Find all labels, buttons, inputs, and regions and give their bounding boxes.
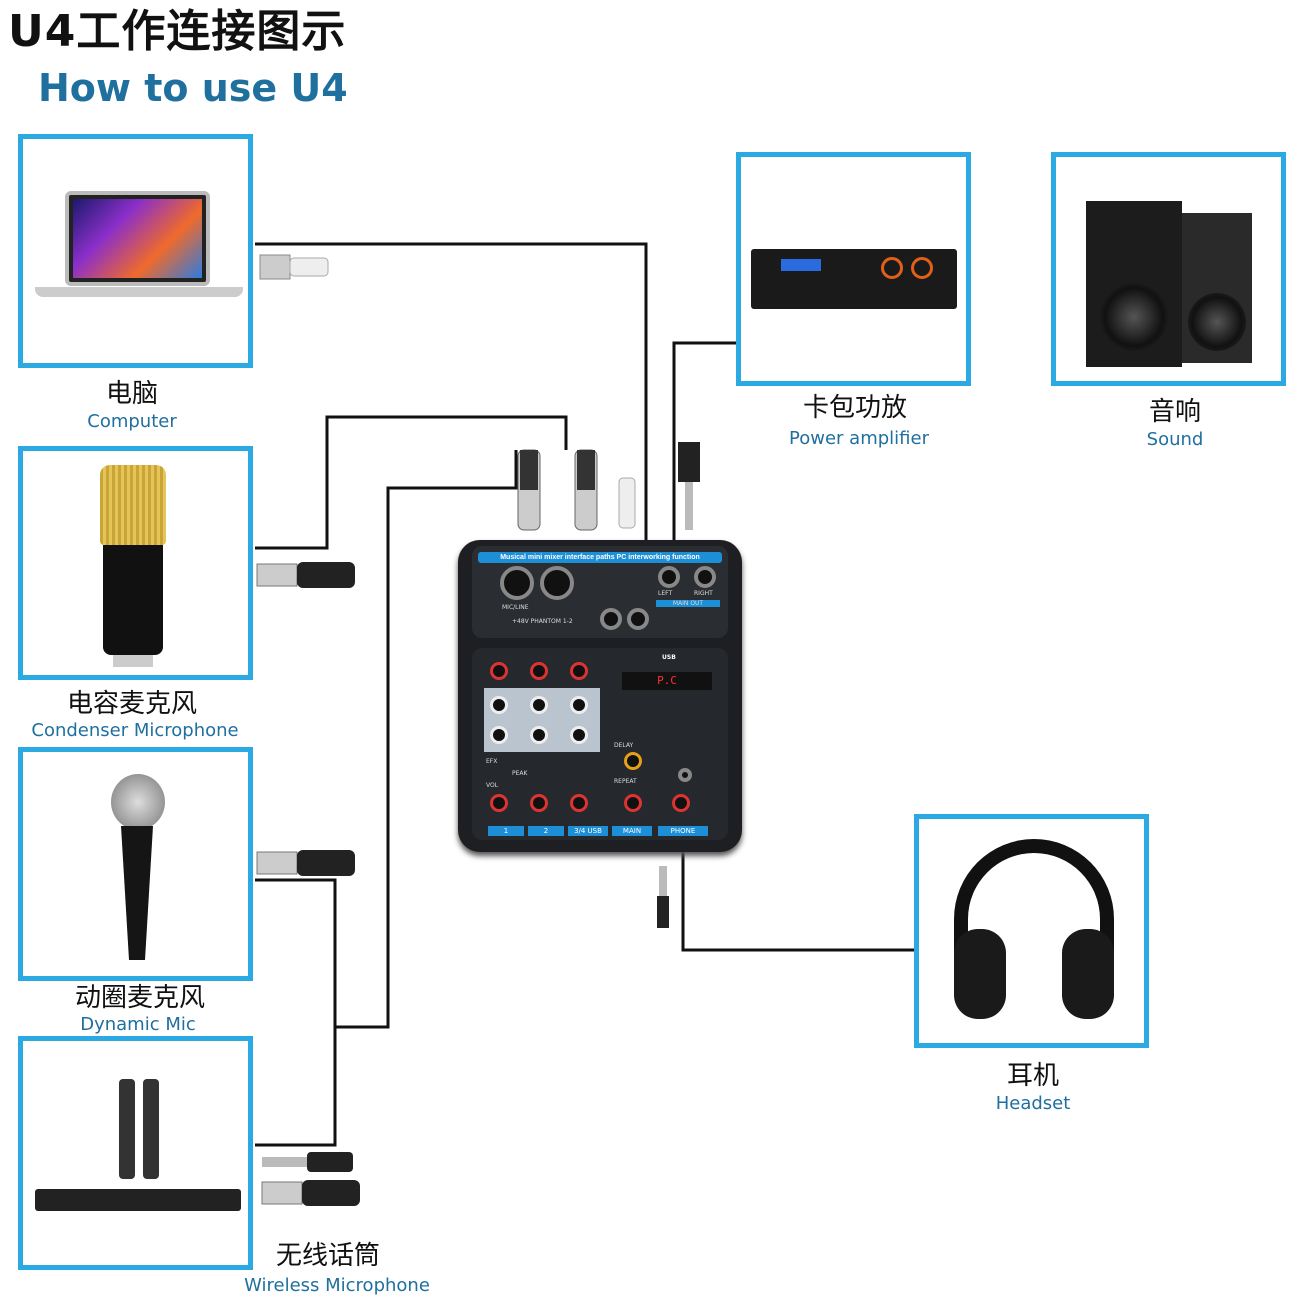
u4-mixer: Musical mini mixer interface paths PC in…	[458, 540, 742, 852]
computer-frame	[18, 134, 253, 368]
phone-label: PHONE	[658, 826, 708, 836]
mixer-banner: Musical mini mixer interface paths PC in…	[478, 552, 722, 563]
main-out-right[interactable]	[694, 566, 716, 588]
xlr-connector-1	[517, 449, 541, 531]
phone-knob[interactable]	[672, 794, 690, 812]
computer-label-en: Computer	[87, 411, 177, 432]
mic-base	[113, 655, 153, 667]
wireless-label-cn: 无线话筒	[275, 1241, 381, 1271]
handheld-mic-2	[143, 1079, 159, 1179]
amplifier-image	[751, 249, 957, 309]
dynamic-label-cn: 动圈麦克风	[74, 983, 206, 1013]
wireless-receiver-image	[35, 1189, 241, 1211]
usb-plug	[259, 254, 329, 280]
vol-knob-1[interactable]	[490, 794, 508, 812]
usb-c-plug	[618, 477, 636, 529]
jack-input-3[interactable]	[600, 608, 622, 630]
xlr-input-2[interactable]	[540, 566, 574, 600]
title-chinese: U4工作连接图示	[8, 6, 347, 57]
handheld-mic-1	[119, 1079, 135, 1179]
condenser-mic-frame	[18, 446, 253, 680]
jack-plug	[262, 1152, 353, 1172]
sound-frame	[1051, 152, 1286, 386]
sound-label-en: Sound	[1146, 429, 1204, 450]
main-label: MAIN	[612, 826, 652, 836]
channel-3-4-label: 3/4 USB	[568, 826, 608, 836]
sound-label-cn: 音响	[1148, 397, 1202, 427]
delay-knob[interactable]	[624, 752, 642, 770]
laptop-image	[65, 191, 210, 286]
left-label: LEFT	[658, 590, 673, 597]
dynamic-mic-image	[111, 774, 165, 830]
channel-2-label: 2	[528, 826, 564, 836]
ear-cup-right	[1062, 929, 1114, 1019]
condenser-label-cn: 电容麦克风	[66, 689, 198, 719]
delay-label: DELAY	[614, 742, 634, 749]
gain-knob-3[interactable]	[570, 662, 588, 680]
amplifier-label-cn: 卡包功放	[802, 393, 908, 423]
condenser-mic-image	[100, 465, 166, 545]
xlr-female-1	[256, 562, 355, 588]
display: P.C	[622, 672, 712, 690]
wire-amplifier	[672, 341, 736, 540]
speaker-right-image	[1182, 213, 1252, 363]
efx-label: EFX	[486, 758, 498, 765]
mic-line-label: MIC/LINE	[502, 604, 529, 611]
jack-input-4[interactable]	[627, 608, 649, 630]
headset-label-en: Headset	[995, 1093, 1071, 1114]
amplifier-label-en: Power amplifier	[789, 428, 929, 449]
phantom-label: +48V PHANTOM 1-2	[512, 618, 573, 625]
laptop-base	[35, 287, 243, 297]
wire-condenser	[255, 415, 568, 550]
jack-adapter	[678, 442, 700, 530]
title-english: How to use U4	[38, 66, 348, 110]
xlr-input-1[interactable]	[500, 566, 534, 600]
amplifier-frame	[736, 152, 971, 386]
dynamic-mic-frame	[18, 747, 253, 981]
wireless-label-en: Wireless Microphone	[244, 1275, 430, 1296]
vol-label: VOL	[486, 782, 499, 789]
vol-knob-3[interactable]	[570, 794, 588, 812]
peak-label: PEAK	[512, 770, 528, 777]
wire-wireless	[335, 450, 518, 1029]
wire-dynamic	[255, 878, 337, 1147]
mixer-control-panel: EFX PEAK VOL USB P.C DELAY REPEAT 1 2 3/…	[472, 648, 728, 840]
main-out-left[interactable]	[658, 566, 680, 588]
wireless-mic-frame	[18, 1036, 253, 1270]
main-knob[interactable]	[624, 794, 642, 812]
xlr-connector-2	[574, 449, 598, 531]
high-knob-2[interactable]	[530, 696, 548, 714]
low-knob-2[interactable]	[530, 726, 548, 744]
low-knob-1[interactable]	[490, 726, 508, 744]
mic-handle	[121, 826, 153, 960]
gain-knob-1[interactable]	[490, 662, 508, 680]
vol-knob-2[interactable]	[530, 794, 548, 812]
headset-label-cn: 耳机	[1006, 1061, 1060, 1091]
main-out-label: MAIN OUT	[656, 600, 720, 607]
mixer-input-panel: Musical mini mixer interface paths PC in…	[472, 546, 728, 638]
mic-body	[103, 545, 163, 655]
right-label: RIGHT	[694, 590, 713, 597]
xlr-female-3	[261, 1180, 360, 1206]
usb-label: USB	[662, 654, 676, 661]
repeat-label: REPEAT	[614, 778, 637, 785]
computer-label-cn: 电脑	[105, 379, 159, 409]
speaker-left-image	[1086, 201, 1182, 367]
high-knob-1[interactable]	[490, 696, 508, 714]
channel-1-label: 1	[488, 826, 524, 836]
low-knob-3[interactable]	[570, 726, 588, 744]
mini-jack-plug	[657, 866, 669, 928]
dynamic-label-en: Dynamic Mic	[80, 1014, 196, 1035]
headset-frame	[914, 814, 1149, 1048]
ear-cup-left	[954, 929, 1006, 1019]
wire-computer	[255, 242, 648, 540]
condenser-label-en: Condenser Microphone	[31, 720, 239, 741]
high-knob-3[interactable]	[570, 696, 588, 714]
phone-jack[interactable]	[678, 768, 692, 782]
xlr-female-2	[256, 850, 355, 876]
gain-knob-2[interactable]	[530, 662, 548, 680]
